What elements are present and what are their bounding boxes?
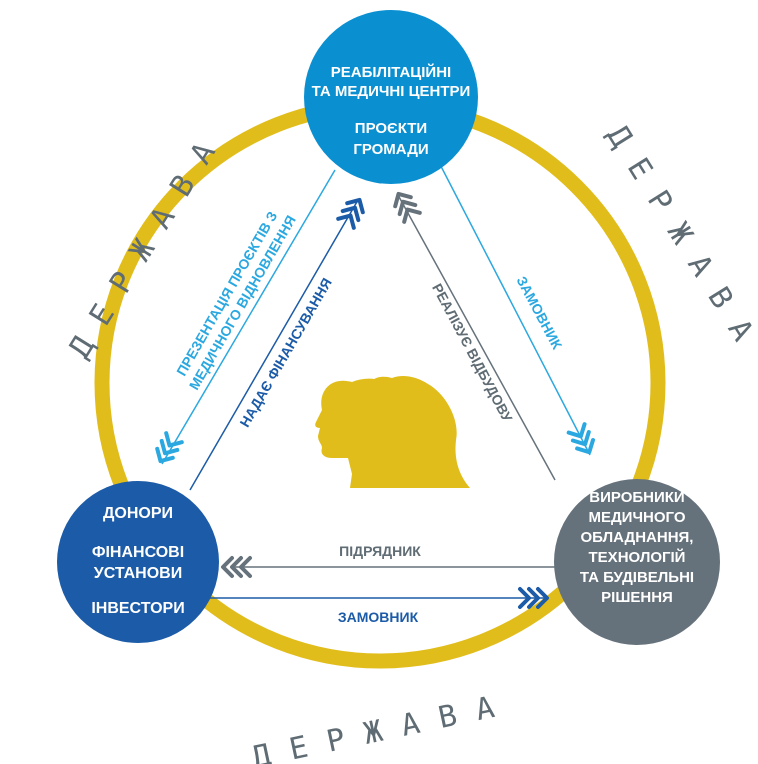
contractor-label: ПІДРЯДНИК [339, 543, 421, 559]
node-left-line-3: УСТАНОВИ [94, 565, 182, 582]
line-left-to-top-inner [189, 199, 359, 491]
node-right-line-3: ОБЛАДНАННЯ, [581, 529, 694, 546]
line-right-to-top [397, 194, 556, 481]
node-left-line-2: ФІНАНСОВІ [92, 544, 184, 561]
heads-icon [315, 376, 470, 488]
node-right-line-6: РІШЕННЯ [601, 589, 673, 606]
edge-label-customer-right: ЗАМОВНИК [514, 273, 566, 352]
line-top-to-right [429, 144, 591, 456]
node-right-line-1: ВИРОБНИКИ [589, 489, 684, 506]
female-profile-head [353, 376, 470, 488]
customer-bottom-label: ЗАМОВНИК [338, 609, 419, 625]
arrow-to-top-funding [336, 193, 370, 230]
rim-label-bottom: ДЕРЖАВА [249, 686, 517, 764]
node-top-line-3: ПРОЄКТИ [355, 120, 427, 137]
node-top-circle [304, 10, 478, 184]
node-right-line-2: МЕДИЧНОГО [589, 509, 686, 526]
rim-text: ДЕРЖАВА [249, 686, 517, 764]
customer-right-label: ЗАМОВНИК [514, 273, 566, 352]
line-top-to-left-outer [161, 169, 336, 465]
node-right-line-4: ТЕХНОЛОГІЙ [589, 548, 686, 566]
node-left-line-1: ДОНОРИ [103, 505, 173, 522]
node-donors: ДОНОРИ ФІНАНСОВІ УСТАНОВИ ІНВЕСТОРИ [57, 481, 219, 643]
node-top-line-1: РЕАБІЛІТАЦІЙНІ [331, 63, 451, 81]
node-left-line-4: ІНВЕСТОРИ [91, 600, 184, 617]
arrow-to-top-rebuild [388, 187, 422, 224]
node-rehab-centers: РЕАБІЛІТАЦІЙНІ ТА МЕДИЧНІ ЦЕНТРИ ПРОЄКТИ… [304, 10, 478, 184]
node-left-circle [57, 481, 219, 643]
node-top-line-2: ТА МЕДИЧНІ ЦЕНТРИ [312, 83, 471, 100]
node-top-line-4: ГРОМАДИ [353, 141, 428, 158]
node-manufacturers: ВИРОБНИКИ МЕДИЧНОГО ОБЛАДНАННЯ, ТЕХНОЛОГ… [554, 479, 720, 645]
node-right-line-5: ТА БУДІВЕЛЬНІ [580, 569, 694, 586]
node-right-circle [554, 479, 720, 645]
